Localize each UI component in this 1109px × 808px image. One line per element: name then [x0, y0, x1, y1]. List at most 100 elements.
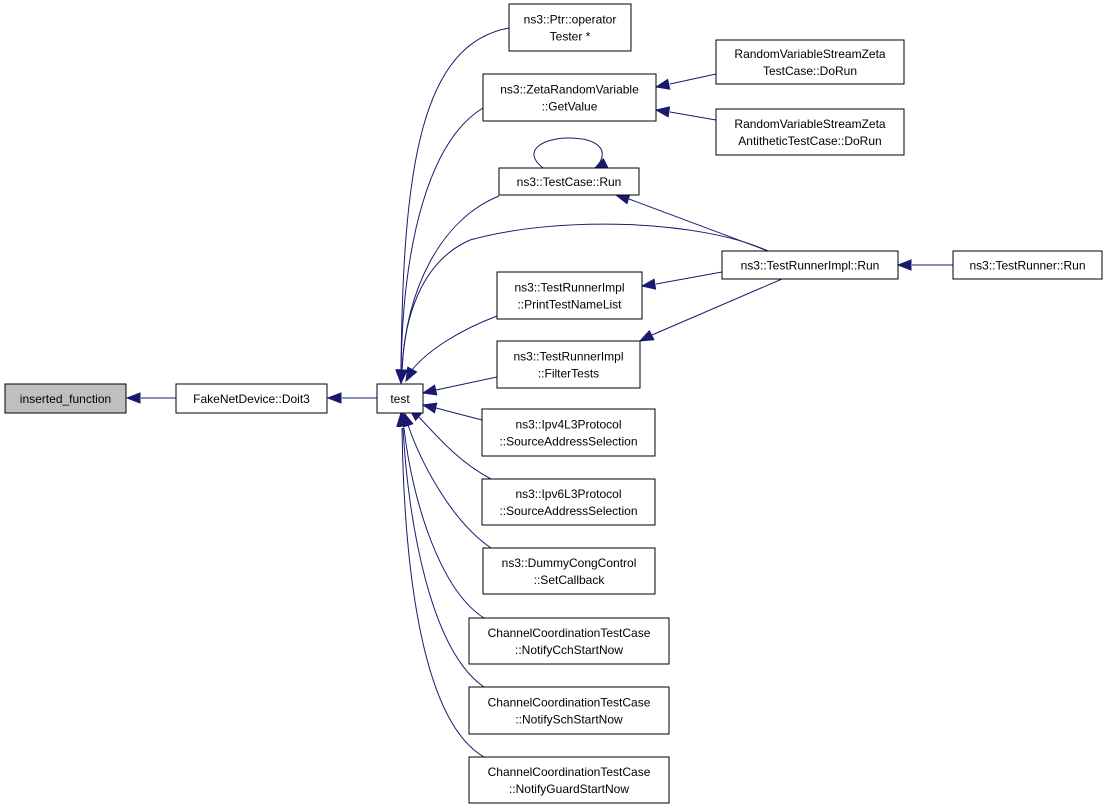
node-ipv4-sas[interactable]: ns3::Ipv4L3Protocol::SourceAddressSelect…	[481, 408, 656, 457]
node-label: ns3::Ipv4L3Protocol	[515, 418, 621, 432]
node-rvs-zeta-antithetic-doRun[interactable]: RandomVariableStreamZetaAntitheticTestCa…	[715, 108, 905, 156]
nodes-layer: inserted_function FakeNetDevice::Doit3 tes…	[4, 3, 1103, 804]
node-cctc-guard[interactable]: ChannelCoordinationTestCase::NotifyGuard…	[468, 756, 670, 804]
node-label: TestCase::DoRun	[763, 64, 857, 78]
edge-line	[407, 424, 492, 549]
node-label: ns3::DummyCongControl	[502, 556, 637, 570]
node-label: ns3::Ptr::operator	[524, 13, 617, 27]
arrowhead	[125, 392, 141, 404]
node-label: test	[390, 392, 410, 406]
node-label: ::GetValue	[542, 100, 598, 114]
node-box	[468, 756, 670, 804]
node-label: ns3::TestRunnerImpl	[513, 350, 623, 364]
node-box	[508, 3, 632, 52]
edge-line	[401, 195, 500, 371]
edge-ipv4_sas-to-test	[421, 402, 483, 421]
node-ipv6-sas[interactable]: ns3::Ipv6L3Protocol::SourceAddressSelect…	[481, 478, 656, 526]
edge-testrunnerimpl_run-to-filtertests	[638, 278, 783, 342]
node-filtertests[interactable]: ns3::TestRunnerImpl::FilterTests	[496, 340, 641, 389]
node-label: ns3::TestCase::Run	[517, 175, 622, 189]
arrowhead	[421, 402, 438, 414]
node-label: Tester *	[550, 30, 591, 44]
node-label: ::NotifyCchStartNow	[515, 643, 623, 657]
node-label: ns3::ZetaRandomVariable	[500, 83, 639, 97]
node-box	[496, 340, 641, 389]
node-inserted-function[interactable]: inserted_function	[4, 383, 127, 414]
node-box	[175, 383, 328, 414]
edge-line	[435, 376, 498, 391]
edge-line	[403, 427, 485, 619]
edge-testrunnerimpl_run-to-printtestnamelist	[640, 271, 723, 290]
node-box	[496, 271, 643, 320]
edge-line	[400, 27, 510, 371]
edges-layer	[125, 27, 953, 758]
node-label: ::NotifySchStartNow	[515, 713, 623, 727]
arrowhead	[896, 259, 912, 271]
node-label: ns3::TestRunner::Run	[969, 259, 1085, 273]
edge-fakenetdevice_doit3-to-inserted_function	[125, 392, 176, 404]
node-label: ::FilterTests	[538, 367, 599, 381]
node-label: ns3::Ipv6L3Protocol	[515, 487, 621, 501]
node-box	[4, 383, 127, 414]
node-label: ::NotifyGuardStartNow	[509, 782, 629, 796]
node-label: ns3::TestRunnerImpl	[514, 281, 624, 295]
arrowhead	[654, 78, 671, 90]
node-label: ::SourceAddressSelection	[499, 435, 637, 449]
node-label: inserted_function	[20, 392, 111, 406]
edge-line	[411, 315, 498, 371]
arrowhead	[421, 384, 438, 396]
node-label: RandomVariableStreamZeta	[734, 47, 886, 61]
node-label: ChannelCoordinationTestCase	[488, 765, 651, 779]
edge-testcase_run-to-test	[396, 195, 500, 385]
arrowhead	[405, 366, 418, 383]
node-cctc-sch[interactable]: ChannelCoordinationTestCase::NotifySchSt…	[468, 686, 670, 735]
edge-line	[533, 137, 603, 169]
node-box	[481, 478, 656, 526]
node-test[interactable]: test	[376, 383, 424, 414]
edge-line	[435, 407, 483, 421]
node-zeta-getvalue[interactable]: ns3::ZetaRandomVariable::GetValue	[482, 73, 657, 122]
node-label: ::SourceAddressSelection	[499, 504, 637, 518]
node-box	[952, 250, 1103, 280]
node-testcase-run[interactable]: ns3::TestCase::Run	[498, 167, 640, 196]
edge-line	[655, 271, 723, 285]
node-fakenetdevice-doit3[interactable]: FakeNetDevice::Doit3	[175, 383, 328, 414]
edge-line	[400, 107, 484, 371]
arrowhead	[396, 369, 408, 385]
edge-line	[401, 427, 485, 758]
edge-rvs_zeta_antithetic_doRun-to-zeta_getvalue	[654, 106, 717, 121]
node-dummycong-setcallback[interactable]: ns3::DummyCongControl::SetCallback	[482, 547, 656, 595]
node-testrunner-run[interactable]: ns3::TestRunner::Run	[952, 250, 1103, 280]
node-box	[481, 408, 656, 457]
node-box	[482, 547, 656, 595]
node-label: ChannelCoordinationTestCase	[488, 696, 651, 710]
node-cctc-cch[interactable]: ChannelCoordinationTestCase::NotifyCchSt…	[468, 617, 670, 665]
node-label: ::SetCallback	[534, 573, 606, 587]
edge-testrunner_run-to-testrunnerimpl_run	[896, 259, 953, 271]
node-label: ChannelCoordinationTestCase	[488, 626, 651, 640]
node-label: ns3::TestRunnerImpl::Run	[741, 259, 880, 273]
edge-printtestnamelist-to-test	[405, 315, 498, 383]
edge-dummycong_setcallback-to-test	[402, 411, 492, 549]
edge-testrunnerimpl_run-to-test	[396, 223, 769, 385]
edge-testcase_run-to-testcase_run	[533, 137, 609, 170]
node-box	[468, 617, 670, 665]
node-box	[498, 167, 640, 196]
node-testrunnerimpl-run[interactable]: ns3::TestRunnerImpl::Run	[721, 250, 899, 280]
node-label: ::PrintTestNameList	[517, 298, 622, 312]
node-box	[715, 108, 905, 156]
node-printtestnamelist[interactable]: ns3::TestRunnerImpl::PrintTestNameList	[496, 271, 643, 320]
arrowhead	[640, 278, 657, 290]
edge-line	[669, 73, 717, 85]
arrowhead	[326, 392, 342, 404]
edge-line	[415, 413, 492, 480]
edge-line	[402, 427, 485, 688]
node-label: RandomVariableStreamZeta	[734, 117, 886, 131]
edge-filtertests-to-test	[421, 376, 498, 396]
edge-line	[401, 223, 769, 371]
edge-line	[669, 111, 717, 121]
edge-cctc_guard-to-test	[396, 411, 485, 758]
node-label: FakeNetDevice::Doit3	[193, 392, 310, 406]
